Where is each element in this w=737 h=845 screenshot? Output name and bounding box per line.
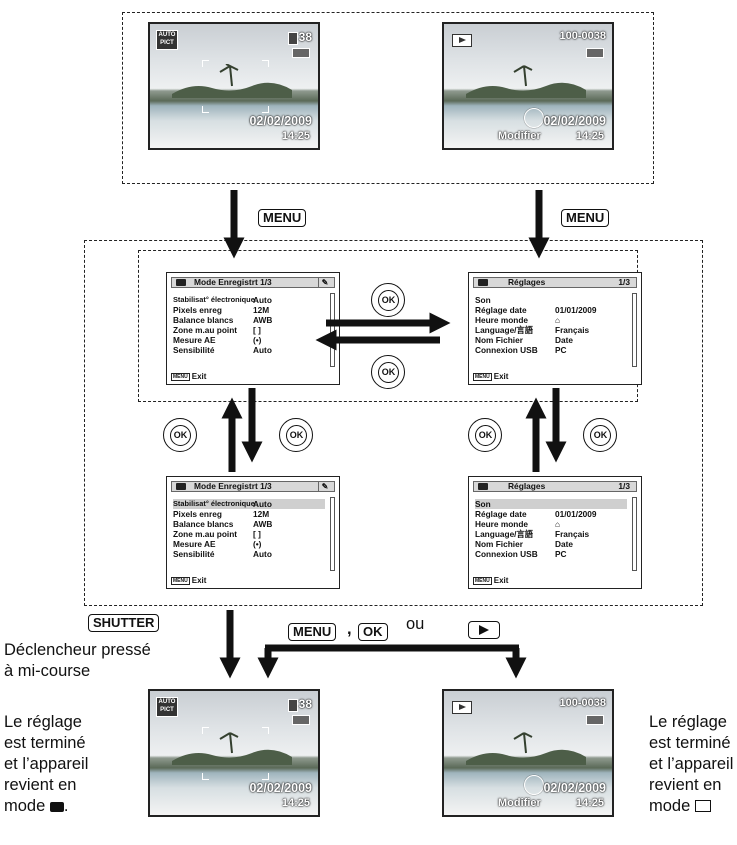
capture-time: 14:25	[281, 130, 310, 142]
modifier-label: Modifier	[498, 797, 541, 809]
capture-screen-top: AUTO PICT 38 02/02/2009 14:25	[148, 22, 320, 150]
playback-date: 02/02/2009	[543, 781, 606, 795]
playback-time: 14:25	[575, 130, 604, 142]
top-screens-group	[122, 12, 654, 184]
camera-icon	[176, 483, 186, 490]
rec-menu-panel-top: Mode Enregistrt 1/3✎ Stabilisat° électro…	[166, 272, 340, 385]
af-frame-tr	[262, 727, 269, 734]
battery-icon	[586, 48, 604, 58]
af-frame-tl	[202, 60, 209, 67]
play-button-label	[468, 621, 500, 639]
battery-icon	[292, 48, 310, 58]
ok-up-button-icon: OK	[163, 418, 197, 452]
ok-down-button-icon: OK	[279, 418, 313, 452]
four-way-icon	[524, 108, 544, 128]
playback-screen-bottom: 100-0038 02/02/2009 Modifier 14:25	[442, 689, 614, 817]
af-frame-br	[262, 106, 269, 113]
af-frame-bl	[202, 773, 209, 780]
auto-pict-icon: AUTO PICT	[156, 30, 178, 50]
menu-button-right: MENU	[561, 209, 610, 227]
play-icon	[694, 800, 711, 812]
ou-label: ou	[406, 615, 425, 633]
left-note-line: revient en	[4, 776, 77, 794]
file-number: 100-0038	[559, 30, 607, 42]
card-icon	[288, 699, 298, 712]
capture-date: 02/02/2009	[249, 781, 312, 795]
rec-menu-title: Mode Enregistrt 1/3✎	[171, 277, 335, 288]
af-frame-br	[262, 773, 269, 780]
scrollbar	[632, 293, 637, 367]
shutter-button-label: SHUTTER	[88, 614, 160, 632]
four-way-icon	[524, 775, 544, 795]
camera-icon	[478, 483, 488, 490]
play-icon	[452, 701, 472, 714]
menu-navigation-group	[84, 240, 703, 606]
play-icon	[452, 34, 472, 47]
right-note-line: est terminé	[649, 734, 731, 752]
battery-icon	[292, 715, 310, 725]
ok-left-button-icon: OK	[371, 355, 405, 389]
playback-date: 02/02/2009	[543, 114, 606, 128]
wrench-icon: ✎	[318, 278, 331, 287]
shots-remaining: 38	[298, 30, 312, 44]
right-note-line: revient en	[649, 776, 722, 794]
auto-pict-icon: AUTO PICT	[156, 697, 178, 717]
scrollbar	[632, 497, 637, 571]
file-number: 100-0038	[559, 697, 607, 709]
camera-icon	[478, 279, 488, 286]
left-note-line: mode .	[4, 797, 69, 815]
capture-screen-bottom: AUTO PICT 38 02/02/2009 14:25	[148, 689, 320, 817]
af-frame-tr	[262, 60, 269, 67]
camera-icon	[176, 279, 186, 286]
comma-separator: ,	[347, 620, 352, 638]
play-icon	[479, 625, 489, 635]
ok-down-button-icon: OK	[583, 418, 617, 452]
menu-button-left: MENU	[258, 209, 307, 227]
ok-button-label: OK	[358, 623, 388, 641]
rec-menu-panel-bottom: Mode Enregistrt 1/3✎ Stabilisat° électro…	[166, 476, 340, 589]
left-note-line: et l’appareil	[4, 755, 89, 773]
half-press-line1: Déclencheur pressé	[4, 641, 151, 659]
af-frame-bl	[202, 106, 209, 113]
half-press-line2: à mi-course	[4, 662, 91, 680]
scrollbar	[330, 497, 335, 571]
right-note-line: Le réglage	[649, 713, 727, 731]
camera-icon	[49, 802, 64, 812]
left-note-line: est terminé	[4, 734, 86, 752]
ok-up-button-icon: OK	[468, 418, 502, 452]
rec-menu-title: Mode Enregistrt 1/3✎	[171, 481, 335, 492]
menu-button-bottom: MENU	[288, 623, 337, 641]
battery-icon	[586, 715, 604, 725]
right-note-line: et l’appareil	[649, 755, 734, 773]
capture-time: 14:25	[281, 797, 310, 809]
playback-screen-top: 100-0038 02/02/2009 Modifier 14:25	[442, 22, 614, 150]
shots-remaining: 38	[298, 697, 312, 711]
playback-time: 14:25	[575, 797, 604, 809]
ok-right-button-icon: OK	[371, 283, 405, 317]
card-icon	[288, 32, 298, 45]
modifier-label: Modifier	[498, 130, 541, 142]
right-note-line: mode	[649, 796, 711, 817]
af-frame-tl	[202, 727, 209, 734]
wrench-icon: ✎	[318, 482, 331, 491]
capture-date: 02/02/2009	[249, 114, 312, 128]
left-note-line: Le réglage	[4, 713, 82, 731]
